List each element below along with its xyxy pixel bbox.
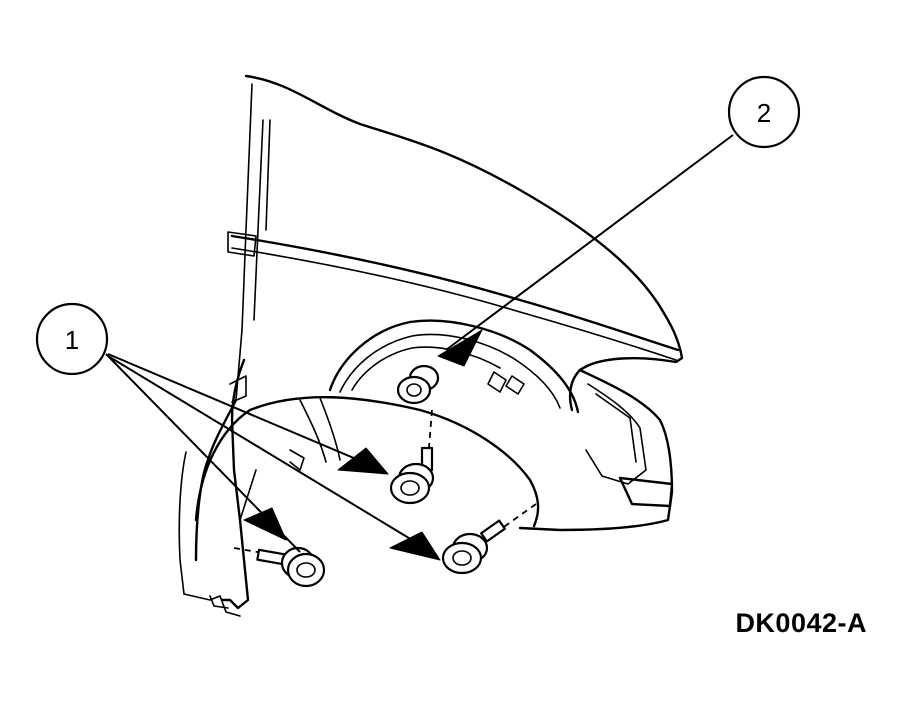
arrow-to-lower-right-screw (389, 531, 441, 561)
splash-shield (194, 319, 580, 528)
screw-lower-right (441, 503, 537, 575)
callout-2-label: 2 (757, 98, 771, 128)
screw-middle (389, 409, 435, 505)
arrow-to-lower-left-screw (243, 507, 287, 541)
arrowheads (243, 329, 483, 561)
push-pin-retainer (396, 364, 440, 405)
arrow-to-push-pin (437, 329, 483, 367)
callout-1: 1 (35, 302, 109, 376)
screw-lower-left (233, 546, 326, 588)
callout-2: 2 (727, 75, 801, 149)
callout-1-label: 1 (65, 325, 79, 355)
figure-code: DK0042-A (735, 608, 867, 638)
fender (178, 74, 684, 617)
arrow-to-middle-screw (337, 447, 389, 475)
